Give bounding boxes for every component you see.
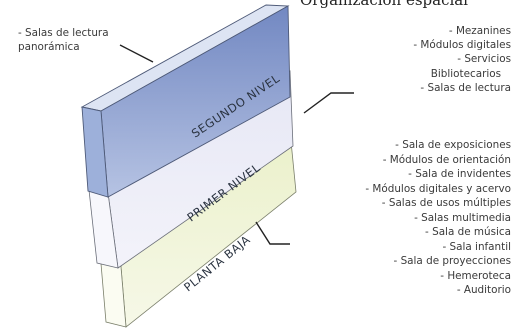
list-item: - Módulos de orientación [382, 153, 511, 166]
list-item: - Sala de proyecciones [393, 255, 511, 267]
segundo-nivel-block [80, 4, 291, 198]
label-salas-lectura-panoramica: - Salas de lectura panorámica [18, 26, 109, 54]
label-line: - Salas de lectura [18, 27, 109, 39]
list-item: - Salas multimedia [414, 211, 511, 224]
list-item: - Módulos digitales y acervo [365, 182, 511, 195]
label-line: panorámica [18, 41, 80, 54]
list-item: - Sala infantil [442, 240, 511, 253]
segundo-nivel-side [81, 106, 109, 198]
segundo-nivel-list: - Mezanines - Módulos digitales - Servic… [331, 24, 511, 95]
leader-line-salas-panoramica [119, 44, 154, 63]
list-item: - Salas de lectura [420, 81, 511, 94]
leader-line-primer-nivel [255, 221, 290, 245]
leader-line-segundo-nivel [303, 92, 354, 114]
list-item: Bibliotecarios [430, 67, 501, 80]
list-item: - Salas de usos múltiples [381, 197, 511, 209]
list-item: - Sala de música [425, 226, 511, 238]
list-item: - Módulos digitales [413, 39, 511, 52]
list-item: - Mezanines [448, 25, 511, 37]
list-item: - Servicios [457, 53, 511, 66]
list-item: - Hemeroteca [440, 269, 511, 282]
header-partial: Organización espacial [300, 0, 469, 9]
primer-nivel-list: - Sala de exposiciones - Módulos de orie… [301, 138, 511, 298]
list-item: - Auditorio [456, 284, 511, 296]
list-item: - Sala de invidentes [408, 168, 511, 180]
list-item: - Sala de exposiciones [395, 139, 511, 151]
